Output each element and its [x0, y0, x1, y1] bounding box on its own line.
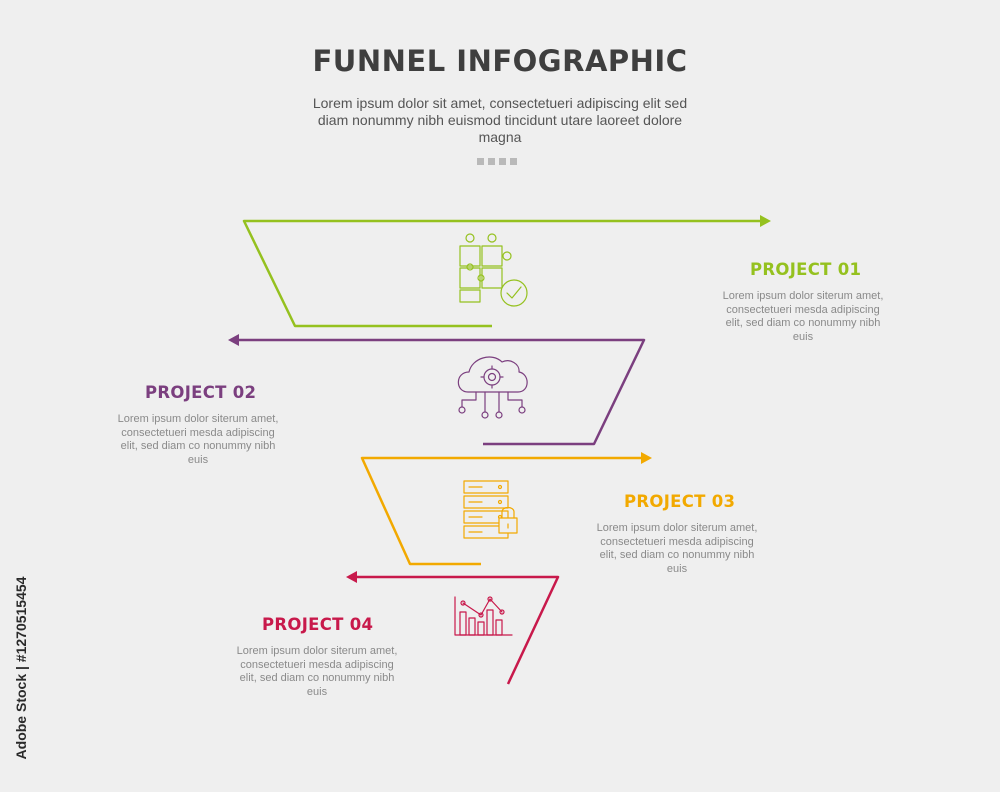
bar-chart-trend-icon: [454, 596, 513, 636]
stock-watermark-side-text: Adobe Stock | #1270515454: [13, 576, 29, 760]
puzzle-check-icon: [459, 233, 528, 307]
project-01-desc: Lorem ipsum dolor siterum amet, consecte…: [722, 290, 884, 343]
page-title: FUNNEL INFOGRAPHIC: [312, 44, 688, 78]
project-03-title: PROJECT 03: [624, 492, 736, 511]
project-01-title: PROJECT 01: [750, 260, 862, 279]
page-subtitle: Lorem ipsum dolor sit amet, consectetuer…: [312, 95, 688, 145]
project-04-title: PROJECT 04: [262, 615, 374, 634]
title-divider-dots: [477, 158, 517, 165]
project-03-desc: Lorem ipsum dolor siterum amet, consecte…: [596, 522, 758, 575]
project-04-desc: Lorem ipsum dolor siterum amet, consecte…: [236, 645, 398, 698]
cloud-gear-network-icon: [457, 356, 528, 419]
project-02-title: PROJECT 02: [145, 383, 257, 402]
funnel-stage-2-line: [228, 334, 646, 446]
funnel-stage-1-line: [242, 215, 771, 328]
funnel-stage-3-line: [360, 452, 652, 566]
funnel-stage-4-line: [346, 571, 560, 685]
project-02-desc: Lorem ipsum dolor siterum amet, consecte…: [117, 413, 279, 466]
server-lock-icon: [463, 480, 518, 539]
